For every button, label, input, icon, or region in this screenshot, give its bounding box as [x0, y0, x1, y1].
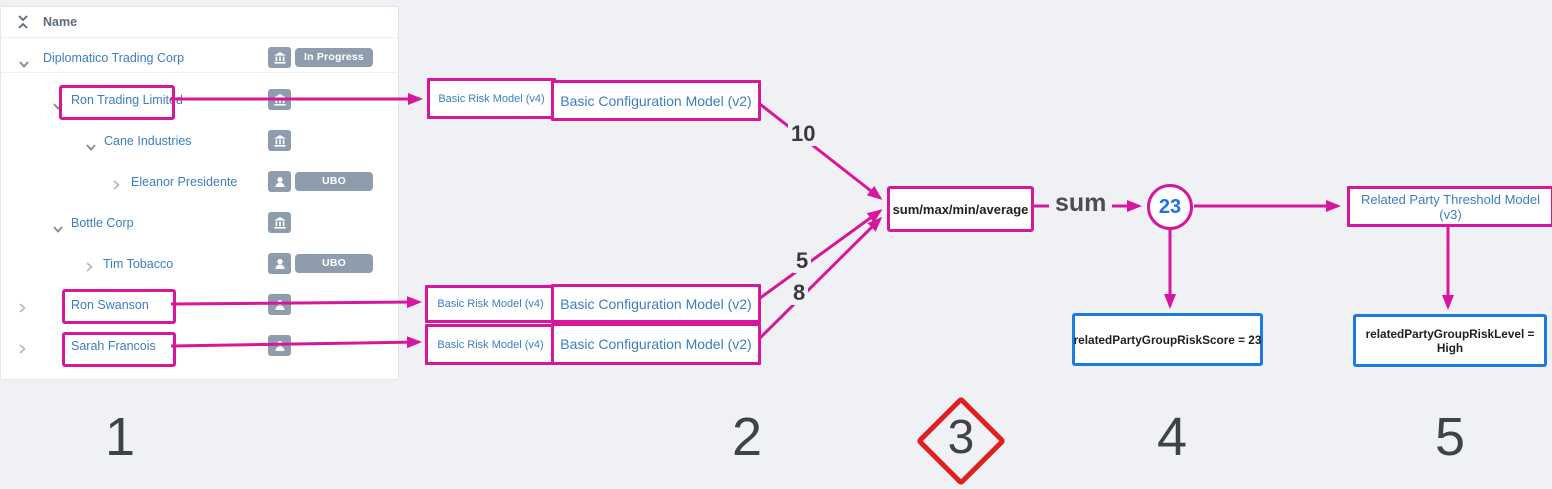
tree-item-label[interactable]: Tim Tobacco: [103, 257, 174, 271]
chevron-right-icon[interactable]: [113, 177, 123, 190]
tree-item-label[interactable]: Ron Trading Limited: [71, 93, 183, 107]
organisation-icon: [268, 130, 291, 151]
tree-row: Eleanor Presidente UBO: [1, 168, 398, 196]
score-circle-value: 23: [1158, 195, 1182, 218]
step-number-2: 2: [731, 407, 763, 467]
risk-score-result-label: relatedPartyGroupRiskScore = 23: [1073, 332, 1262, 347]
risk-model-box[interactable]: Basic Risk Model (v4): [425, 324, 556, 365]
highlight-box-ron-trading: [59, 85, 175, 120]
edge-weight-label: 10: [788, 121, 819, 147]
tree-item-label[interactable]: Diplomatico Trading Corp: [43, 51, 185, 65]
chevron-down-icon[interactable]: [19, 55, 29, 68]
aggregation-label: sum/max/min/average: [892, 201, 1029, 217]
tree-row: Bottle Corp: [1, 209, 398, 237]
config-model-box[interactable]: Basic Configuration Model (v2): [551, 80, 761, 121]
threshold-model-label: Related Party Threshold Model (v3): [1361, 191, 1540, 222]
tree-row: Cane Industries: [1, 127, 398, 155]
risk-model-box[interactable]: Basic Risk Model (v4): [427, 78, 556, 119]
step-number-4: 4: [1156, 407, 1188, 467]
ubo-badge: UBO: [295, 172, 373, 191]
person-icon: [268, 294, 291, 315]
risk-model-label: Basic Risk Model (v4): [437, 338, 544, 351]
config-model-box[interactable]: Basic Configuration Model (v2): [551, 323, 761, 365]
risk-score-result-box: relatedPartyGroupRiskScore = 23: [1072, 313, 1263, 366]
column-header-name[interactable]: Name: [43, 15, 78, 29]
config-model-label: Basic Configuration Model (v2): [560, 295, 752, 312]
config-model-label: Basic Configuration Model (v2): [560, 336, 752, 352]
score-circle: 23: [1147, 184, 1193, 230]
status-badge: In Progress: [295, 48, 373, 67]
tree-header: Name: [1, 7, 398, 38]
tree-item-label[interactable]: Sarah Francois: [71, 339, 156, 353]
tree-row: Sarah Francois: [1, 332, 398, 360]
entity-tree-panel: Name Diplomatico Trading Corp In Progres…: [0, 6, 399, 380]
organisation-icon: [268, 47, 291, 68]
edge-weight-label: 5: [793, 248, 812, 274]
ubo-badge: UBO: [295, 254, 373, 273]
risk-level-result-line1: relatedPartyGroupRiskLevel =: [1365, 326, 1535, 341]
tree-row: Ron Trading Limited: [1, 86, 398, 114]
person-icon: [268, 253, 291, 274]
chevron-right-icon[interactable]: [86, 259, 96, 272]
edge-weight-label: 8: [790, 280, 809, 306]
step-number-1: 1: [104, 407, 136, 467]
chevron-right-icon[interactable]: [19, 300, 29, 313]
tree-row: Diplomatico Trading Corp In Progress: [1, 44, 398, 73]
risk-level-result-line2: High: [1436, 340, 1464, 355]
highlight-box-ron-swanson: [62, 289, 176, 324]
organisation-icon: [268, 89, 291, 110]
step-number-5: 5: [1434, 407, 1466, 467]
aggregation-box: sum/max/min/average: [887, 186, 1034, 232]
person-icon: [268, 335, 291, 356]
risk-model-label: Basic Risk Model (v4): [438, 92, 545, 105]
tree-row: Ron Swanson: [1, 291, 398, 319]
tree-item-label[interactable]: Ron Swanson: [71, 298, 149, 312]
operation-label: sum: [1049, 189, 1113, 218]
tree-item-label[interactable]: Cane Industries: [104, 134, 192, 148]
highlight-box-sarah-francois: [62, 332, 176, 367]
risk-level-result-box: relatedPartyGroupRiskLevel = High: [1353, 314, 1547, 367]
tree-item-label[interactable]: Eleanor Presidente: [131, 175, 238, 189]
person-icon: [268, 171, 291, 192]
threshold-model-box[interactable]: Related Party Threshold Model (v3): [1347, 186, 1552, 227]
collapse-all-icon[interactable]: [17, 14, 29, 30]
tree-item-label[interactable]: Bottle Corp: [71, 216, 134, 230]
step-number-3: 3: [947, 411, 975, 464]
risk-model-label: Basic Risk Model (v4): [437, 298, 544, 310]
tree-row: Tim Tobacco UBO: [1, 250, 398, 278]
chevron-down-icon[interactable]: [86, 138, 96, 151]
risk-model-box[interactable]: Basic Risk Model (v4): [425, 285, 556, 323]
config-model-box[interactable]: Basic Configuration Model (v2): [551, 284, 761, 323]
chevron-down-icon[interactable]: [53, 220, 63, 233]
organisation-icon: [268, 212, 291, 233]
chevron-right-icon[interactable]: [19, 341, 29, 354]
config-model-label: Basic Configuration Model (v2): [560, 92, 752, 109]
